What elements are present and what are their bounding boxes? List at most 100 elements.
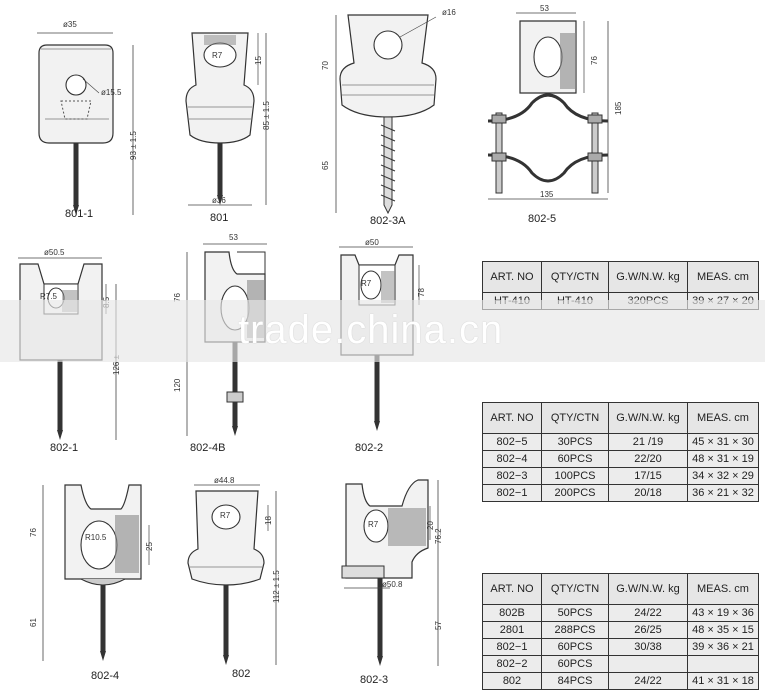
figure-802: ø44.8 R7 18 112 ± 1.5 802: [180, 475, 310, 690]
dim-radius: R7: [368, 520, 379, 529]
dim-radius: R7: [220, 511, 231, 520]
drawing-802-3a: [335, 14, 437, 215]
table-row: 802−1 60PCS 30/38 39 × 36 × 21: [482, 638, 759, 656]
caption-801-1: 801-1: [65, 208, 94, 220]
col-art-no: ART. NO: [482, 402, 542, 434]
cell: 43 × 19 × 36: [687, 604, 759, 622]
drawing-801-1: [37, 32, 134, 215]
cell: 60PCS: [541, 655, 609, 673]
cell: 48 × 35 × 15: [687, 621, 759, 639]
dim-radius: R7.5: [40, 292, 57, 301]
dim-top-height: 70: [321, 61, 330, 70]
table-row: 802−5 30PCS 21 /19 45 × 31 × 30: [482, 433, 759, 451]
cell: 30/38: [608, 638, 688, 656]
table-header-row: ART. NO QTY/CTN G.W/N.W. kg MEAS. cm: [482, 402, 759, 434]
caption-802-4b: 802-4B: [190, 442, 226, 454]
cell: 2801: [482, 621, 542, 639]
dim-diameter-bottom: ø36: [212, 196, 226, 205]
cell: 100PCS: [541, 467, 609, 485]
cell: 26/25: [608, 621, 688, 639]
figure-802-4: 76 61 R10.5 25 802-4: [25, 475, 165, 690]
dim-height: 185: [614, 101, 623, 115]
figure-802-3: R7 20 76.2 ø50.8 57 802-3: [328, 470, 458, 692]
dim-slot-height: 18: [264, 516, 273, 525]
table-header-row: ART. NO QTY/CTN G.W/N.W. kg MEAS. cm: [482, 573, 759, 605]
dim-top-height: 76: [29, 528, 38, 537]
dim-bottom-width: 135: [540, 190, 554, 199]
table-row: 802−4 60PCS 22/20 48 × 31 × 19: [482, 450, 759, 468]
cell: 41 × 31 × 18: [687, 672, 759, 690]
cell: 802−3: [482, 467, 542, 485]
table-row: 802−2 60PCS: [482, 655, 759, 673]
cell: 45 × 31 × 30: [687, 433, 759, 451]
dim-top-height: 76: [590, 56, 599, 65]
watermark-text: trade.china.cn: [238, 308, 504, 352]
spec-table-2: ART. NO QTY/CTN G.W/N.W. kg MEAS. cm 802…: [482, 402, 759, 502]
dim-hole-diameter: ø15.5: [101, 88, 122, 97]
table-row: 802 84PCS 24/22 41 × 31 × 18: [482, 672, 759, 690]
dim-top-height: 76.2: [434, 528, 443, 544]
dim-bottom-height: 65: [321, 161, 330, 170]
cell: 802−4: [482, 450, 542, 468]
cell: 36 × 21 × 32: [687, 484, 759, 502]
dim-height: 112 ± 1.5: [272, 570, 281, 603]
col-meas: MEAS. cm: [687, 402, 759, 434]
dim-slot-height: 78: [417, 288, 426, 297]
caption-802: 802: [232, 668, 251, 680]
caption-802-4: 802-4: [91, 670, 120, 682]
dim-hole-diameter: ø16: [442, 8, 456, 17]
cell: 288PCS: [541, 621, 609, 639]
col-qty-ctn: QTY/CTN: [541, 261, 609, 293]
cell: 802B: [482, 604, 542, 622]
cell: 21 /19: [608, 433, 688, 451]
col-qty-ctn: QTY/CTN: [541, 573, 609, 605]
drawing-802-4: [42, 484, 150, 661]
cell: 802: [482, 672, 542, 690]
cell: 60PCS: [541, 638, 609, 656]
figure-802-5: 53 76 185 135 802-5: [480, 3, 640, 228]
drawing-801: [185, 32, 267, 206]
cell: 24/22: [608, 604, 688, 622]
cell: 60PCS: [541, 450, 609, 468]
col-gw-nw: G.W/N.W. kg: [608, 402, 688, 434]
dim-diameter-top: ø35: [63, 20, 77, 29]
dim-bottom-height: 61: [29, 618, 38, 627]
caption-802-1: 802-1: [50, 442, 79, 454]
cell: [608, 655, 688, 673]
table-row: 2801 288PCS 26/25 48 × 35 × 15: [482, 621, 759, 639]
dim-diameter-top: ø44.8: [214, 476, 235, 485]
cell: 20/18: [608, 484, 688, 502]
col-meas: MEAS. cm: [687, 573, 759, 605]
dim-top-height: 15: [254, 56, 263, 65]
dim-radius: R7: [361, 279, 372, 288]
watermark-band: [0, 300, 765, 362]
cell: 802−5: [482, 433, 542, 451]
caption-802-2: 802-2: [355, 442, 384, 454]
dim-height: 93 ± 1.5: [129, 131, 138, 160]
cell: 39 × 36 × 21: [687, 638, 759, 656]
cell: 22/20: [608, 450, 688, 468]
cell: 50PCS: [541, 604, 609, 622]
drawing-802-3: [341, 479, 439, 666]
cell: 802−1: [482, 638, 542, 656]
figure-802-3a: ø16 70 65 802-3A: [318, 5, 468, 230]
col-art-no: ART. NO: [482, 261, 542, 293]
table-row: 802−3 100PCS 17/15 34 × 32 × 29: [482, 467, 759, 485]
dim-diameter-top: ø50.5: [44, 248, 65, 257]
col-qty-ctn: QTY/CTN: [541, 402, 609, 434]
cell: 802−2: [482, 655, 542, 673]
cell: 24/22: [608, 672, 688, 690]
spec-table-3: ART. NO QTY/CTN G.W/N.W. kg MEAS. cm 802…: [482, 573, 759, 690]
caption-801: 801: [210, 212, 229, 224]
col-meas: MEAS. cm: [687, 261, 759, 293]
cell: 802−1: [482, 484, 542, 502]
cell: 17/15: [608, 467, 688, 485]
col-gw-nw: G.W/N.W. kg: [608, 261, 688, 293]
dim-top-width: 53: [229, 233, 238, 242]
figure-801-1: ø35 ø15.5 93 ± 1.5 801-1: [25, 15, 155, 225]
cell: 48 × 31 × 19: [687, 450, 759, 468]
dim-bottom-height: 120: [173, 378, 182, 392]
cell: [687, 655, 759, 673]
cell: 30PCS: [541, 433, 609, 451]
cell: 200PCS: [541, 484, 609, 502]
